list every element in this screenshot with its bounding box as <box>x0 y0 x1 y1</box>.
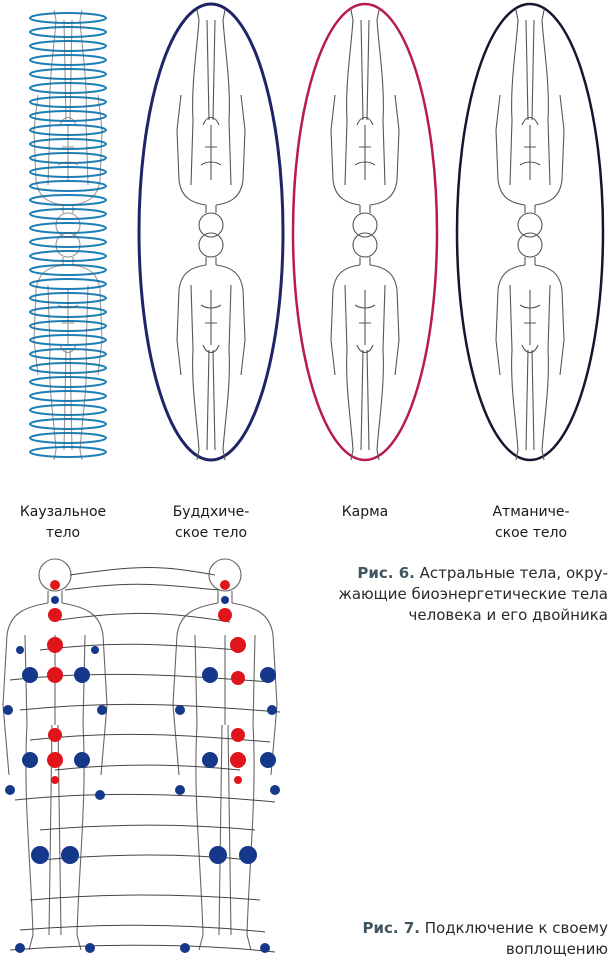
connection-lines <box>9 567 281 953</box>
figure-7-caption-line-2: воплощению <box>505 940 608 958</box>
figure-6-caption-line-2: жающие биоэнергетические тела <box>338 585 608 603</box>
label-causal: Каузальное тело <box>19 504 107 541</box>
figure-6-number: Рис. 6. <box>357 564 415 582</box>
figure-7-number: Рис. 7. <box>362 919 420 937</box>
figure-6-caption-line-3: человека и его двойника <box>408 606 608 624</box>
buddhic-body-aura <box>137 2 285 462</box>
figure-7-caption: Рис. 7. Подключение к своему воплощению <box>310 918 609 960</box>
causal-body-spiral <box>29 12 107 458</box>
red-energy-points <box>47 580 246 784</box>
figure-7-caption-line-1: Подключение к своему <box>424 919 608 937</box>
label-buddhic: Буддхиче- ское тело <box>172 504 250 541</box>
blue-energy-points <box>3 596 280 953</box>
atmanic-body-aura <box>455 2 605 462</box>
label-atmanic: Атманиче- ское тело <box>492 504 570 541</box>
figure-6-caption: Рис. 6. Астральные тела, окру- жающие би… <box>300 563 608 626</box>
karma-body-aura <box>291 2 439 462</box>
figure-6-illustration <box>29 2 605 462</box>
figure-6-caption-line-1: Астральные тела, окру- <box>419 564 608 582</box>
label-karma: Карма <box>341 504 389 520</box>
